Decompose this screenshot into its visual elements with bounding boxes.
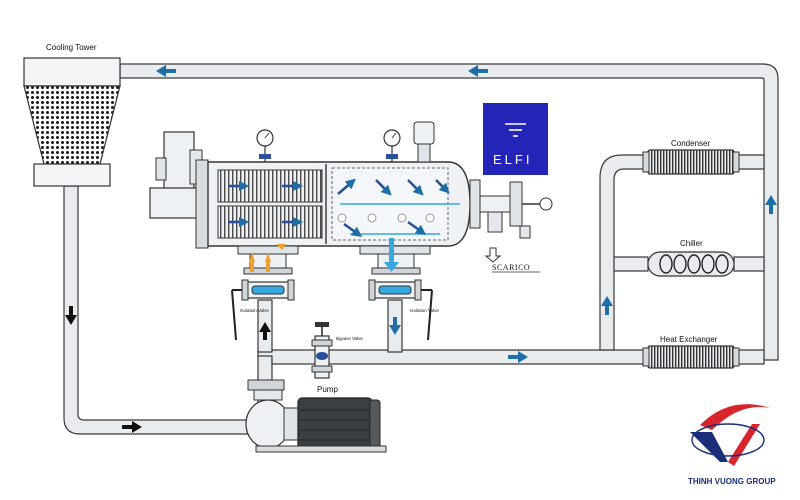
internal-flow-arrows [228, 178, 450, 238]
pump: Pump [245, 379, 387, 453]
pressure-gauge-icon [383, 129, 401, 162]
bypass-valve-label: Bypass Valve [336, 336, 363, 341]
flow-arrow-icon [259, 322, 271, 340]
pressure-gauge-icon [256, 129, 274, 162]
drain-symbol-icon [505, 123, 526, 137]
valve-handle-icon [421, 289, 433, 341]
chiller: Chiller [647, 239, 735, 277]
flow-arrow-icon [389, 317, 401, 335]
inlet-flow-arrows [249, 244, 286, 272]
flow-arrow-icon [508, 351, 528, 363]
condenser-label: Condenser [671, 139, 710, 148]
flow-arrow-icon [65, 306, 77, 325]
elfi-logo-text: ELFI [493, 152, 532, 167]
isolation-valve-right: Isolation Valve [368, 279, 439, 341]
chiller-pipe-left [613, 256, 649, 272]
scarico-label: SCARICO [492, 263, 530, 272]
isolation-valve-left: Isolation Valve [231, 279, 295, 341]
flow-arrow-icon [601, 296, 613, 315]
cooling-tower: Cooling Tower [23, 43, 121, 187]
brand-name: THINH VUONG GROUP [688, 477, 776, 486]
flow-arrow-icon [765, 195, 777, 214]
flow-arrow-icon [468, 65, 488, 77]
cooling-tower-label: Cooling Tower [46, 43, 97, 52]
condenser: Condenser [642, 139, 740, 175]
heat-exchanger-label: Heat Exchanger [660, 335, 718, 344]
bypass-valve: Bypass Valve [311, 322, 363, 379]
elfi-logo: ELFI [483, 103, 548, 175]
chiller-label: Chiller [680, 239, 703, 248]
flow-arrows [65, 65, 777, 433]
flow-arrow-icon [156, 65, 176, 77]
thinh-vuong-logo: THINH VUONG GROUP [688, 404, 776, 486]
heat-exchanger: Heat Exchanger [642, 335, 740, 369]
pipe-network [63, 63, 779, 435]
chiller-pipe-right [733, 256, 765, 272]
scarico: SCARICO [484, 247, 540, 273]
spring-coil-icon [659, 254, 729, 274]
outlet-flow-arrow [384, 238, 399, 272]
valve-handle-icon [231, 289, 242, 341]
flow-arrow-icon [122, 421, 142, 433]
isolation-valve-left-label: Isolation Valve [240, 308, 269, 313]
motor-icon [155, 131, 203, 191]
isolation-valve-right-label: Isolation Valve [410, 308, 439, 313]
drain-arrow-icon [484, 247, 502, 263]
pump-label: Pump [317, 385, 338, 394]
right-vertical-pipe [599, 154, 649, 351]
